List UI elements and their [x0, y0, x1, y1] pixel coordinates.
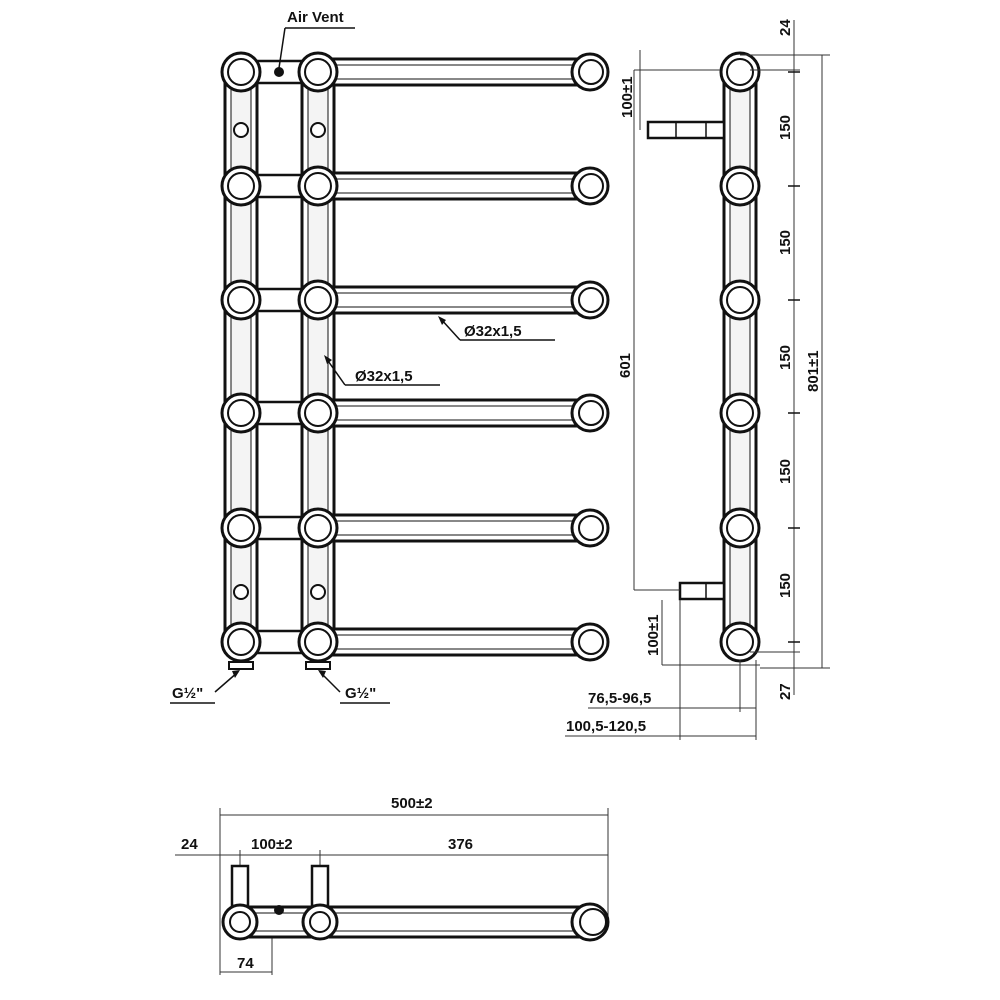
top-bar — [238, 905, 594, 939]
top-joint-right-inner — [309, 911, 331, 933]
thread-nipple-left — [228, 661, 254, 670]
thread-nipple-right — [305, 661, 331, 670]
rail-end-cap-inner — [578, 629, 604, 655]
dim-total-width: 500±2 — [391, 795, 433, 812]
rail-end-cap-inner — [578, 400, 604, 426]
collector-joint-inner — [227, 628, 255, 656]
top-end-cap-inner — [579, 908, 607, 936]
collector-joint-inner — [304, 58, 332, 86]
mount-hole — [310, 122, 326, 138]
collector-joint-inner — [227, 399, 255, 427]
dim-total-height: 801±1 — [805, 350, 822, 392]
spacing-ticks — [788, 71, 800, 643]
collector-joint-inner — [304, 286, 332, 314]
dim-top-offset: 24 — [777, 19, 794, 36]
rail-pipe — [316, 171, 590, 201]
rail-pipe — [316, 57, 590, 87]
upper-connection-stub — [646, 120, 726, 140]
side-joint-inner — [726, 172, 754, 200]
dim-spacing-5: 150 — [777, 573, 794, 598]
side-joint-inner — [726, 628, 754, 656]
horizontal-rails — [239, 57, 590, 657]
side-collector-inner — [729, 69, 751, 653]
side-view: 24 100±1 150 150 150 150 150 601 801±1 1… — [565, 19, 830, 740]
thread-arrow-right — [318, 670, 326, 678]
air-vent-leader — [278, 27, 286, 69]
collector-joint-inner — [304, 514, 332, 542]
mount-hole — [233, 122, 249, 138]
pipe-joints — [220, 51, 610, 663]
rail-pipe — [316, 627, 590, 657]
collector-joint-inner — [304, 628, 332, 656]
dim-depth: 74 — [237, 955, 254, 972]
dim-spacing-1: 150 — [777, 115, 794, 140]
rail-end-cap-inner — [578, 287, 604, 313]
rail-pipe — [316, 398, 590, 428]
dim-bottom-offset: 27 — [777, 683, 794, 700]
dia-arrow-2 — [324, 355, 332, 364]
dim-upper-connection: 100±1 — [619, 76, 636, 118]
dim-bar-length: 376 — [448, 836, 473, 853]
left-collector-inner — [230, 69, 252, 653]
lower-connection-stub — [678, 581, 726, 601]
collector-joint-inner — [227, 172, 255, 200]
dim-height-601: 601 — [617, 353, 634, 378]
collector-joint-inner — [304, 172, 332, 200]
rail-end-cap-inner — [578, 59, 604, 85]
side-joint-inner — [726, 286, 754, 314]
top-joint-left-inner — [229, 911, 251, 933]
pipe-diameter-label-2: Ø32x1,5 — [355, 368, 413, 385]
rail-end-cap-inner — [578, 173, 604, 199]
mount-hole — [310, 584, 326, 600]
riser-right — [310, 864, 330, 908]
top-air-vent — [274, 905, 284, 915]
top-view: 500±2 24 100±2 376 74 — [175, 795, 610, 975]
dim-centers: 100±2 — [251, 836, 293, 853]
pipe-diameter-label-1: Ø32x1,5 — [464, 323, 522, 340]
dia-arrow-1 — [438, 316, 446, 325]
dim-spacing-4: 150 — [777, 459, 794, 484]
rail-pipe — [316, 285, 590, 315]
vertical-collectors — [223, 68, 336, 654]
dim-spacing-3: 150 — [777, 345, 794, 370]
thread-arrow-left — [232, 670, 240, 678]
riser-left — [230, 864, 250, 908]
dia-leader-2 — [325, 357, 346, 386]
thread-label-right: G½" — [345, 685, 376, 702]
rail-end-cap-inner — [578, 515, 604, 541]
right-collector-inner — [307, 69, 329, 653]
mount-hole — [233, 584, 249, 600]
side-joint-inner — [726, 399, 754, 427]
air-vent-marker — [274, 67, 284, 77]
rail-pipe — [316, 513, 590, 543]
thread-label-left: G½" — [172, 685, 203, 702]
side-joint-inner — [726, 514, 754, 542]
collector-joint-inner — [227, 514, 255, 542]
collector-joint-inner — [304, 399, 332, 427]
collector-joint-inner — [227, 286, 255, 314]
dim-left-offset: 24 — [181, 836, 198, 853]
air-vent-label: Air Vent — [287, 9, 344, 26]
dim-depth-range-1: 76,5-96,5 — [588, 690, 651, 707]
front-view: Air Vent Ø32x1,5 Ø32x1,5 G½" G½" — [170, 9, 610, 704]
dim-lower-connection: 100±1 — [645, 614, 662, 656]
side-joint-inner — [726, 58, 754, 86]
dim-spacing-2: 150 — [777, 230, 794, 255]
dim-depth-range-2: 100,5-120,5 — [566, 718, 646, 735]
collector-joint-inner — [227, 58, 255, 86]
